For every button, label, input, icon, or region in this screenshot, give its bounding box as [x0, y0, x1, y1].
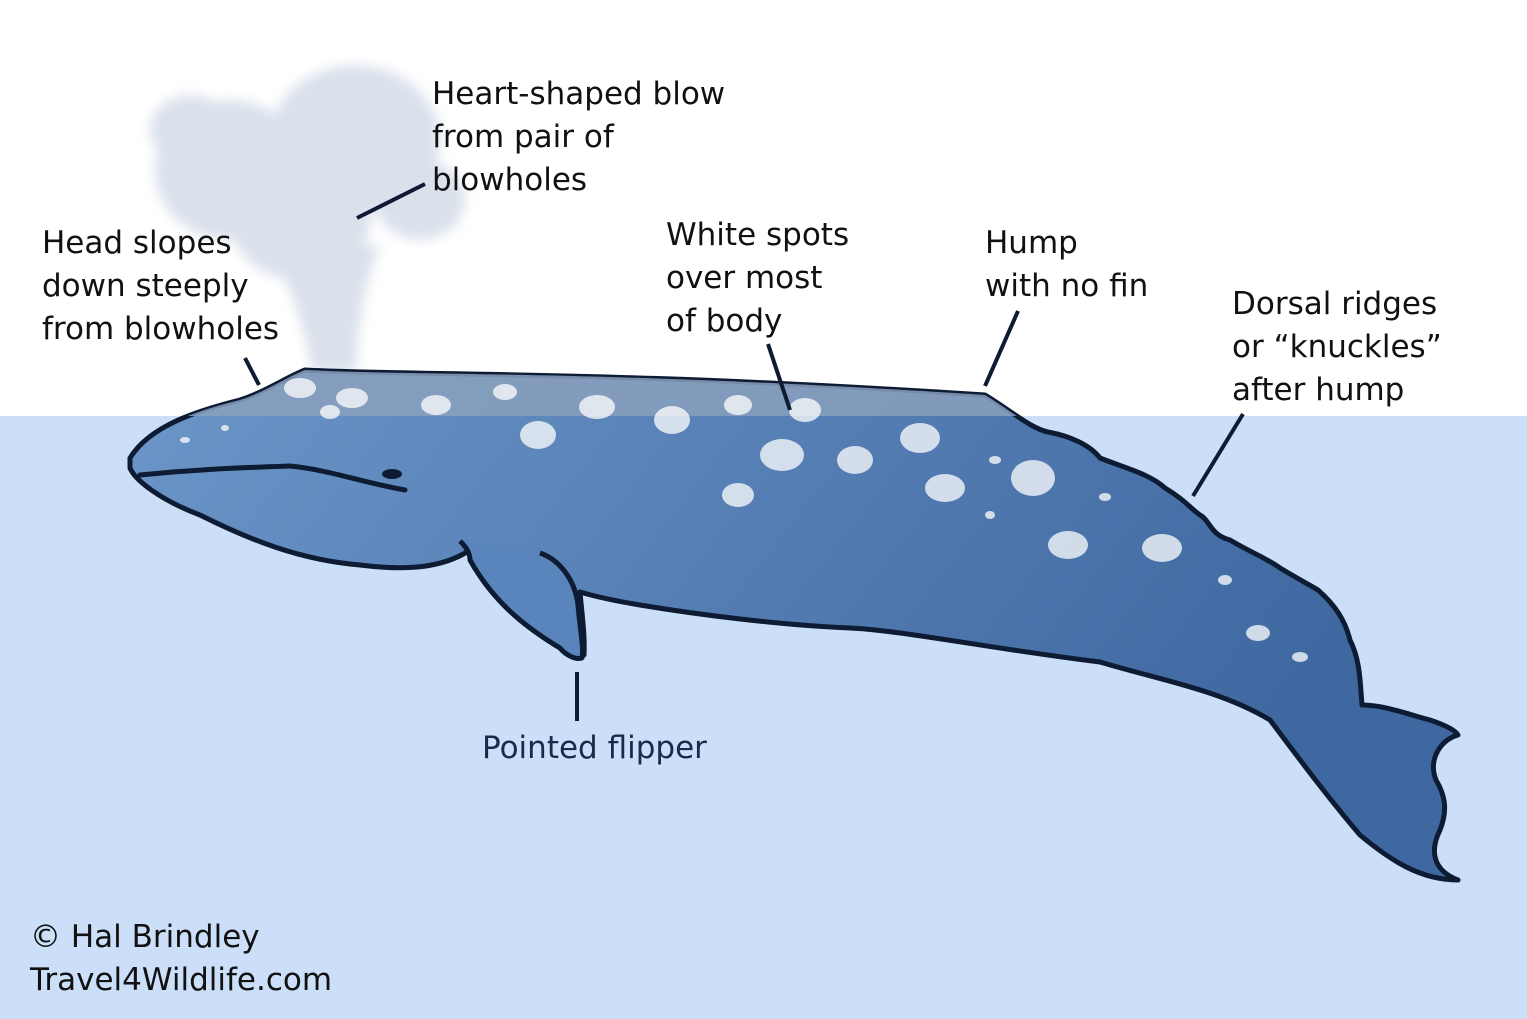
annotation-knuckles-line-3: after hump [1232, 372, 1405, 408]
annotation-spots-line-1: White spots [666, 217, 850, 253]
annotation-spots: White spots over most of body [666, 214, 849, 343]
leader-line-blow [356, 182, 426, 220]
annotation-spots-line-3: of body [666, 303, 783, 339]
annotation-head-line-3: from blowholes [42, 311, 280, 347]
credit-author: © Hal Brindley [30, 919, 260, 955]
annotation-spots-line-2: over most [666, 260, 823, 296]
annotation-knuckles-line-2: or “knuckles” [1232, 329, 1442, 365]
whale-eye [382, 469, 402, 479]
annotation-flipper-line-1: Pointed flipper [482, 730, 707, 766]
annotation-knuckles-line-1: Dorsal ridges [1232, 286, 1438, 322]
annotation-head-line-2: down steeply [42, 268, 249, 304]
annotation-head: Head slopes down steeply from blowholes [42, 222, 279, 351]
annotation-knuckles: Dorsal ridges or “knuckles” after hump [1232, 283, 1442, 412]
leader-line-hump [983, 310, 1020, 387]
white-spots [180, 378, 1308, 662]
annotation-blow-line-1: Heart-shaped blow [432, 76, 726, 112]
whale-mouth-line [137, 463, 408, 493]
annotation-hump-line-1: Hump [985, 225, 1078, 261]
leader-line-knuckles [1191, 412, 1245, 498]
whale-flipper [458, 539, 585, 661]
credit-website: Travel4Wildlife.com [30, 962, 333, 998]
copyright-credit: © Hal Brindley Travel4Wildlife.com [30, 916, 332, 1002]
annotation-hump-line-2: with no fin [985, 268, 1149, 304]
blow-spray [150, 65, 465, 372]
leader-line-spots [766, 343, 792, 411]
annotation-head-line-1: Head slopes [42, 225, 232, 261]
annotation-flipper: Pointed flipper [482, 727, 707, 770]
annotation-hump: Hump with no fin [985, 222, 1148, 308]
annotation-blow: Heart-shaped blow from pair of blowholes [432, 73, 725, 202]
leader-line-head [243, 357, 261, 386]
annotation-blow-line-3: blowholes [432, 162, 588, 198]
annotation-blow-line-2: from pair of [432, 119, 614, 155]
